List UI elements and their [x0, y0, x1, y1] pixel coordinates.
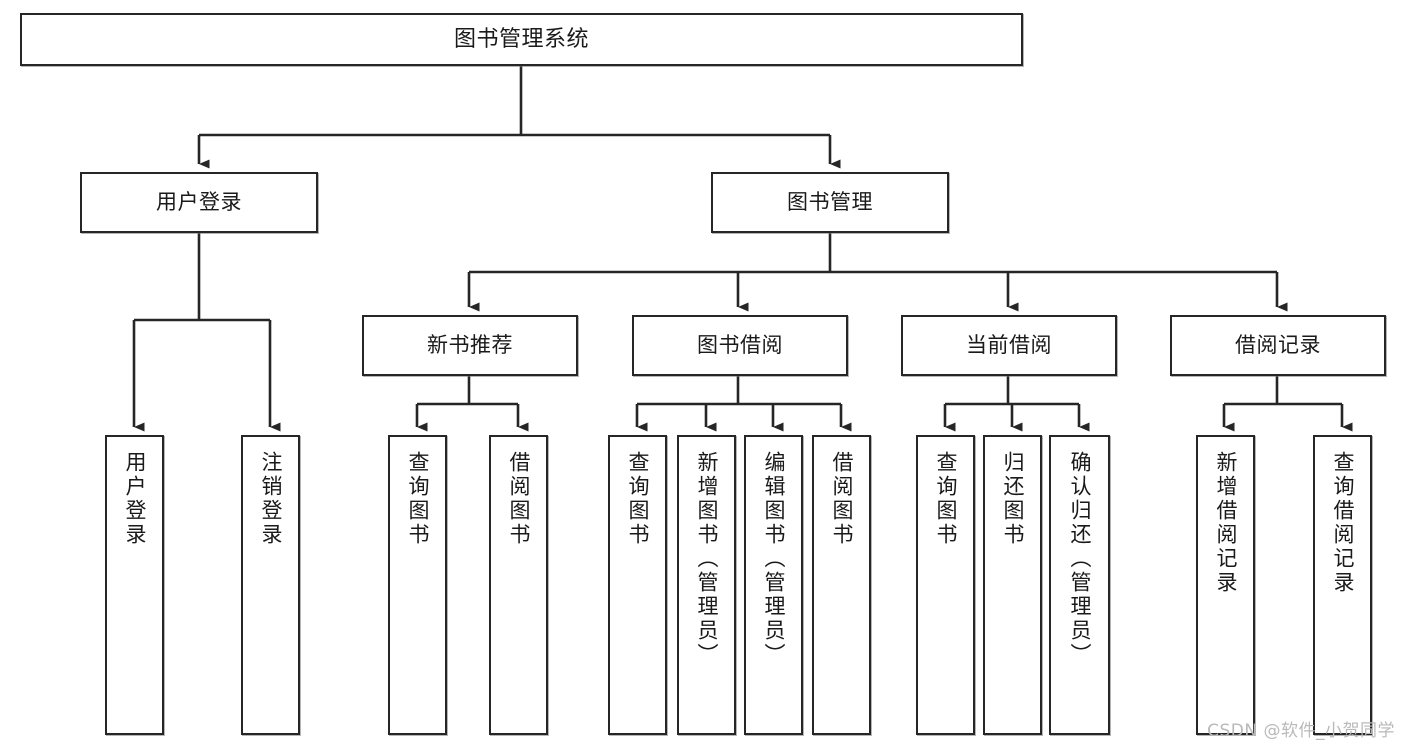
node-new-book-recommend-label: 新书推荐 — [427, 333, 513, 358]
node-leaf-user-login-signout[interactable]: 注销登录 — [241, 435, 300, 735]
node-leaf-borrow-record-query-label: 查询借阅记录 — [1331, 451, 1355, 595]
node-current-borrow[interactable]: 当前借阅 — [901, 315, 1117, 376]
node-leaf-book-borrow-query[interactable]: 查询图书 — [608, 435, 667, 735]
node-leaf-user-login-signin[interactable]: 用户登录 — [105, 435, 164, 735]
node-book-management-label: 图书管理 — [787, 190, 873, 215]
node-leaf-new-book-borrow-label: 借阅图书 — [507, 451, 531, 547]
node-root-system[interactable]: 图书管理系统 — [20, 13, 1023, 66]
node-leaf-book-borrow-borrow[interactable]: 借阅图书 — [812, 435, 871, 735]
node-leaf-current-borrow-query-label: 查询图书 — [934, 451, 958, 547]
node-book-management[interactable]: 图书管理 — [711, 172, 949, 233]
node-root-system-label: 图书管理系统 — [453, 26, 589, 52]
csdn-watermark: CSDN @软件_小贺同学 — [1207, 721, 1395, 741]
node-leaf-new-book-borrow[interactable]: 借阅图书 — [489, 435, 548, 735]
node-leaf-borrow-record-query[interactable]: 查询借阅记录 — [1313, 435, 1372, 735]
node-new-book-recommend[interactable]: 新书推荐 — [362, 315, 578, 376]
node-leaf-new-book-query-label: 查询图书 — [406, 451, 430, 547]
node-leaf-current-borrow-confirm[interactable]: 确认归还（管理员） — [1049, 435, 1110, 735]
node-leaf-book-borrow-query-label: 查询图书 — [626, 451, 650, 547]
node-book-borrow[interactable]: 图书借阅 — [632, 315, 848, 376]
node-leaf-new-book-query[interactable]: 查询图书 — [388, 435, 447, 735]
node-leaf-current-borrow-query[interactable]: 查询图书 — [916, 435, 975, 735]
node-leaf-book-borrow-add-label: 新增图书（管理员） — [695, 451, 719, 667]
node-leaf-book-borrow-edit[interactable]: 编辑图书（管理员） — [744, 435, 803, 735]
node-borrow-record[interactable]: 借阅记录 — [1170, 315, 1386, 376]
node-leaf-book-borrow-add[interactable]: 新增图书（管理员） — [677, 435, 736, 735]
node-leaf-borrow-record-add-label: 新增借阅记录 — [1214, 451, 1238, 595]
node-current-borrow-label: 当前借阅 — [966, 333, 1052, 358]
node-book-borrow-label: 图书借阅 — [697, 333, 783, 358]
node-leaf-current-borrow-return-label: 归还图书 — [1001, 451, 1025, 547]
node-leaf-current-borrow-confirm-label: 确认归还（管理员） — [1068, 451, 1092, 667]
node-user-login-label: 用户登录 — [156, 190, 242, 215]
node-leaf-user-login-signin-label: 用户登录 — [123, 451, 147, 547]
node-leaf-current-borrow-return[interactable]: 归还图书 — [983, 435, 1042, 735]
node-leaf-book-borrow-borrow-label: 借阅图书 — [830, 451, 854, 547]
node-leaf-borrow-record-add[interactable]: 新增借阅记录 — [1196, 435, 1255, 735]
node-leaf-book-borrow-edit-label: 编辑图书（管理员） — [762, 451, 786, 667]
node-user-login[interactable]: 用户登录 — [80, 172, 318, 233]
node-leaf-user-login-signout-label: 注销登录 — [259, 451, 283, 547]
node-borrow-record-label: 借阅记录 — [1235, 333, 1321, 358]
